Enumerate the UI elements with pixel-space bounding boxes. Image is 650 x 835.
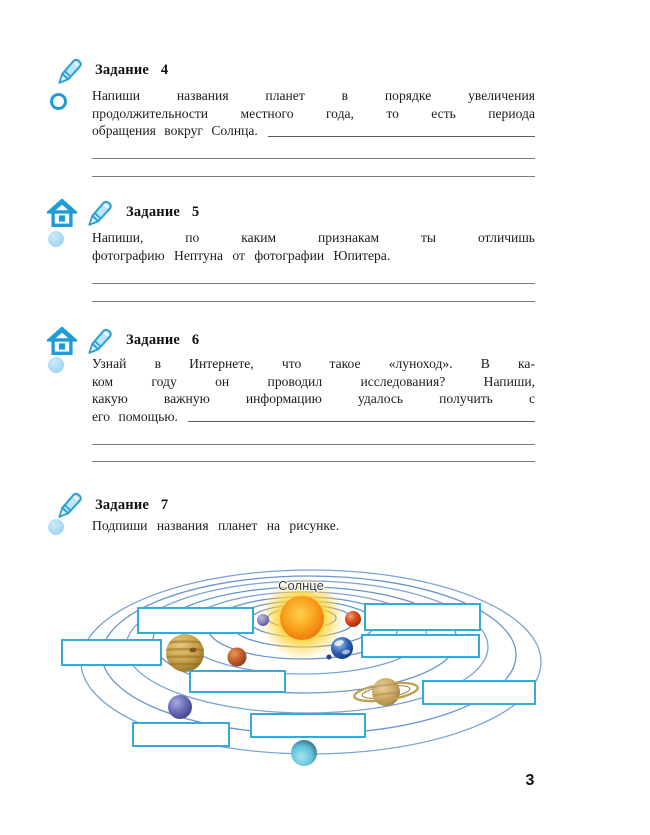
- task-6-title: Задание 6: [126, 332, 200, 348]
- planet-label-box-5[interactable]: [189, 670, 286, 693]
- task-5-line-2: фотографию Нептуна от фотографии Юпитера…: [92, 247, 391, 263]
- task-4-answer-line-1[interactable]: [92, 158, 535, 159]
- planet-label-box-4[interactable]: [361, 634, 480, 658]
- sun: [280, 596, 324, 640]
- task-4-title: Задание 4: [95, 62, 169, 78]
- planet-venus: [345, 611, 361, 627]
- home-icon: [46, 198, 78, 227]
- planet-label-box-6[interactable]: [422, 680, 536, 705]
- solar-system-diagram: Солнце: [61, 569, 542, 766]
- task-4-inline-answer-line[interactable]: [267, 135, 535, 137]
- task-5-text: Напиши, по каким признакам ты отличишь ф…: [92, 229, 535, 264]
- planet-earth: [331, 637, 353, 659]
- task-6-line-1: Узнай в Интернете, что такое «луноход». …: [92, 356, 535, 371]
- task-5-title: Задание 5: [126, 204, 200, 220]
- home-icon: [46, 326, 78, 355]
- planet-jupiter: [166, 634, 204, 672]
- planet-saturn: [353, 678, 419, 706]
- planet-label-box-2[interactable]: [364, 603, 481, 631]
- task-6-line-4: его помощью.: [92, 408, 178, 424]
- sun-label: Солнце: [278, 578, 324, 593]
- task-7-title: Задание 7: [95, 497, 169, 513]
- planet-label-box-3[interactable]: [61, 639, 162, 666]
- planet-neptune: [168, 695, 192, 719]
- task-4-line-1: Напиши названия планет в порядке увеличе…: [92, 88, 535, 103]
- task-6-answer-line-2[interactable]: [92, 461, 535, 462]
- task-4-line-3: обращения вокруг Солнца.: [92, 123, 258, 138]
- task-6-line-3: какую важную информацию удалось получить…: [92, 391, 535, 406]
- task-5-bullet-icon: [48, 231, 64, 247]
- pencil-icon: [58, 492, 82, 518]
- pencil-icon: [88, 200, 112, 226]
- task-5-answer-line-2[interactable]: [92, 301, 535, 302]
- task-7-line-1: Подпиши названия планет на рисунке.: [92, 518, 340, 533]
- task-6-text: Узнай в Интернете, что такое «луноход». …: [92, 355, 535, 425]
- task-6-answer-line-1[interactable]: [92, 444, 535, 445]
- task-5-line-1: Напиши, по каким признакам ты отличишь: [92, 230, 535, 245]
- task-6-bullet-icon: [48, 357, 64, 373]
- task-4-bullet-icon: [50, 93, 67, 110]
- task-4-text: Напиши названия планет в порядке увеличе…: [92, 87, 535, 140]
- planet-mars: [227, 647, 247, 667]
- task-7-text: Подпиши названия планет на рисунке.: [92, 517, 535, 535]
- planet-label-box-7[interactable]: [132, 722, 230, 747]
- page-number: 3: [525, 772, 535, 789]
- pencil-icon: [58, 58, 82, 84]
- pencil-icon: [88, 328, 112, 354]
- task-6-inline-answer-line[interactable]: [187, 421, 535, 422]
- task-7-bullet-icon: [48, 519, 64, 535]
- task-5-answer-line-1[interactable]: [92, 283, 535, 284]
- task-4-answer-line-2[interactable]: [92, 176, 535, 177]
- earth-moon: [326, 654, 332, 660]
- planet-label-box-1[interactable]: [137, 607, 254, 634]
- task-6-line-2: ком году он проводил исследования? Напиш…: [92, 373, 535, 389]
- planet-mercury: [257, 614, 269, 626]
- planet-uranus: [291, 740, 317, 766]
- planet-label-box-8[interactable]: [250, 713, 366, 738]
- task-4-line-2: продолжительности местного года, то есть…: [92, 105, 535, 121]
